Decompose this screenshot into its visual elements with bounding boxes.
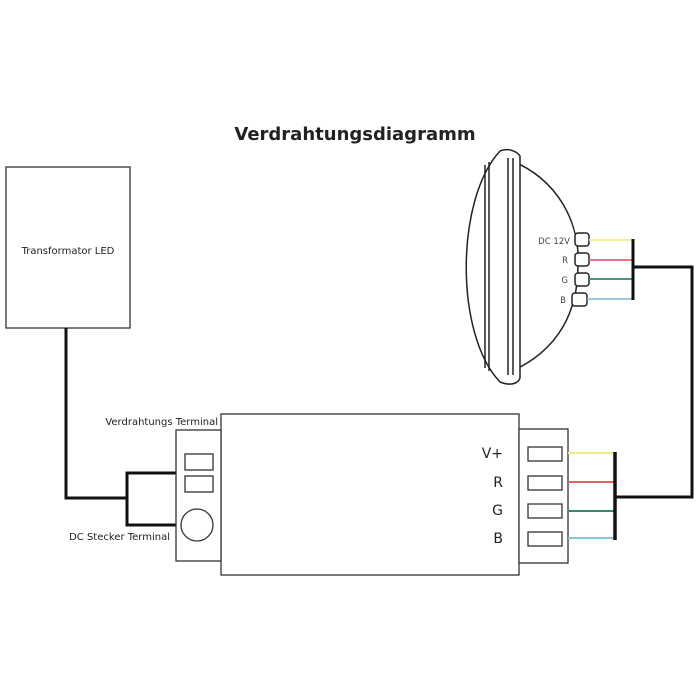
par-lamp bbox=[465, 148, 590, 385]
diagram-title: Verdrahtungsdiagramm bbox=[234, 124, 475, 145]
rgb-controller bbox=[175, 413, 569, 576]
dc-terminal-label: DC Stecker Terminal bbox=[69, 532, 170, 543]
output-label-v-plus: V+ bbox=[482, 446, 503, 462]
lamp-pin-label-dc12v: DC 12V bbox=[538, 237, 570, 247]
output-label-g: G bbox=[492, 503, 503, 519]
lamp-pin-label-g: G bbox=[561, 276, 568, 286]
dc-jack bbox=[180, 508, 214, 542]
wiring-terminal-slot bbox=[184, 475, 214, 493]
bundle-cable bbox=[615, 265, 694, 499]
transformer-label: Transformator LED bbox=[21, 246, 115, 257]
transformer: Transformator LED bbox=[5, 166, 131, 329]
lamp-pin-label-r: R bbox=[562, 256, 568, 266]
wiring-terminal-label: Verdrahtungs Terminal bbox=[105, 417, 218, 428]
power-wire bbox=[64, 328, 176, 527]
wiring-terminal-slot bbox=[184, 453, 214, 471]
lamp-pin-label-b: B bbox=[560, 296, 566, 306]
controller-output-wires bbox=[568, 452, 614, 539]
lamp-wires bbox=[587, 239, 632, 300]
output-label-r: R bbox=[493, 475, 503, 491]
output-label-b: B bbox=[493, 531, 503, 547]
